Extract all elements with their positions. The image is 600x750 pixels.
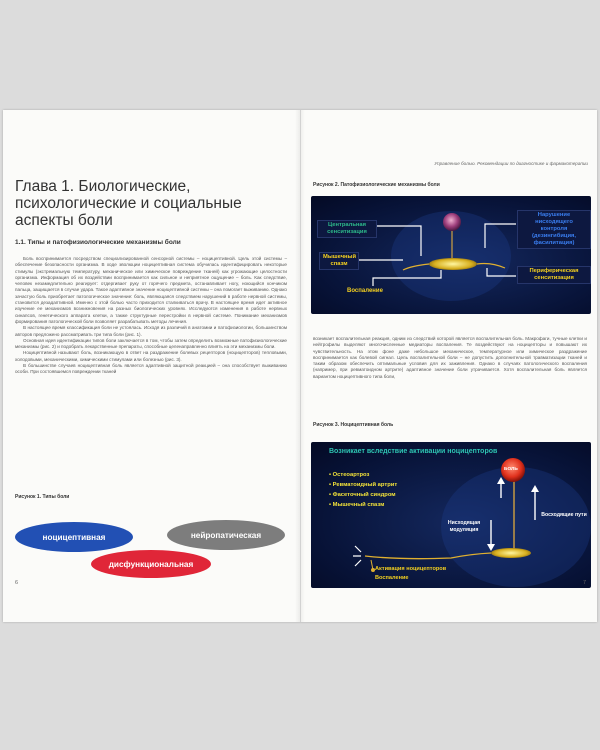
pain-label: БОЛЬ: [504, 467, 518, 472]
page-number-left: 6: [15, 580, 19, 586]
neuropathic-label: нейропатическая: [190, 530, 262, 540]
dysfunctional-label: дисфункциональная: [108, 559, 194, 569]
dysfunctional-ellipse: дисфункциональная: [91, 550, 211, 578]
figure-2-caption: Рисунок 2. Патофизиологические механизмы…: [313, 182, 440, 188]
book-spread: Глава 1. Биологические, психологические …: [3, 110, 597, 622]
right-page: Управление болью. Рекомендации по диагно…: [300, 110, 598, 622]
condition-item: • Мышечный спазм: [329, 502, 385, 508]
figure-2-graphics: [351, 211, 516, 301]
paragraph: Основная идея идентификации типов боли з…: [15, 337, 287, 350]
brain-icon: [443, 213, 461, 231]
paragraph: Боль воспринимается посредством специали…: [15, 256, 287, 324]
condition-item: • Ревматоидный артрит: [329, 482, 398, 488]
inflammation-label: Воспаление: [375, 575, 409, 581]
figure-1-caption: Рисунок 1. Типы боли: [15, 494, 70, 500]
book-gutter: [295, 110, 305, 622]
paragraph: В настоящее время классификация боли не …: [15, 325, 287, 337]
figure-3-nociceptive: Возникает вследствие активации ноцицепто…: [311, 442, 591, 588]
inflammation-label: Воспаление: [347, 288, 383, 294]
descending-modulation-label: Нисходящая модуляция: [447, 520, 481, 533]
running-head: Управление болью. Рекомендации по диагно…: [434, 161, 588, 166]
nociceptor-activation-label: Активация ноцицепторов: [375, 566, 447, 572]
condition-item: • Фасеточный синдром: [329, 492, 396, 498]
neuron-icon: [429, 258, 477, 270]
pain-brain-icon: [501, 458, 525, 482]
paragraph: В большинстве случаев ноцицептивная боль…: [15, 363, 287, 375]
page-number-right: 7: [582, 580, 586, 586]
condition-item: • Остеоартроз: [329, 472, 370, 478]
section-title: 1.1. Типы и патофизиологические механизм…: [15, 239, 181, 246]
left-page: Глава 1. Биологические, психологические …: [3, 110, 300, 622]
descending-control-label: Нарушение нисходящего контроля (дезингиб…: [517, 210, 591, 249]
nociceptive-label: ноцицептивная: [42, 532, 106, 542]
chapter-title: Глава 1. Биологические, психологические …: [15, 178, 242, 229]
central-sensitization-label: Центральная сенситизация: [317, 220, 377, 238]
paragraph: возникает воспалительная реакция, одним …: [313, 336, 587, 379]
neuropathic-ellipse: нейропатическая: [167, 520, 285, 550]
figure-2-pathophysiology: Центральная сенситизация Нарушение нисхо…: [311, 196, 591, 314]
peripheral-sensitization-label: Периферическая сенситизация: [517, 266, 591, 284]
figure-3-graphics: [353, 458, 591, 587]
ascending-pathways-label: Восходящие пути: [541, 512, 587, 518]
muscle-spasm-label: Мышечный спазм: [319, 252, 359, 270]
middle-text: возникает воспалительная реакция, одним …: [313, 336, 587, 380]
neuron-icon: [491, 548, 531, 558]
paragraph: Ноцицептивной называют боль, возникающую…: [15, 350, 287, 362]
figure-3-caption: Рисунок 3. Ноцицептивная боль: [313, 422, 394, 428]
figure-3-title: Возникает вследствие активации ноцицепто…: [329, 448, 498, 455]
nociceptive-ellipse: ноцицептивная: [15, 522, 133, 552]
body-text: Боль воспринимается посредством специали…: [15, 256, 287, 376]
